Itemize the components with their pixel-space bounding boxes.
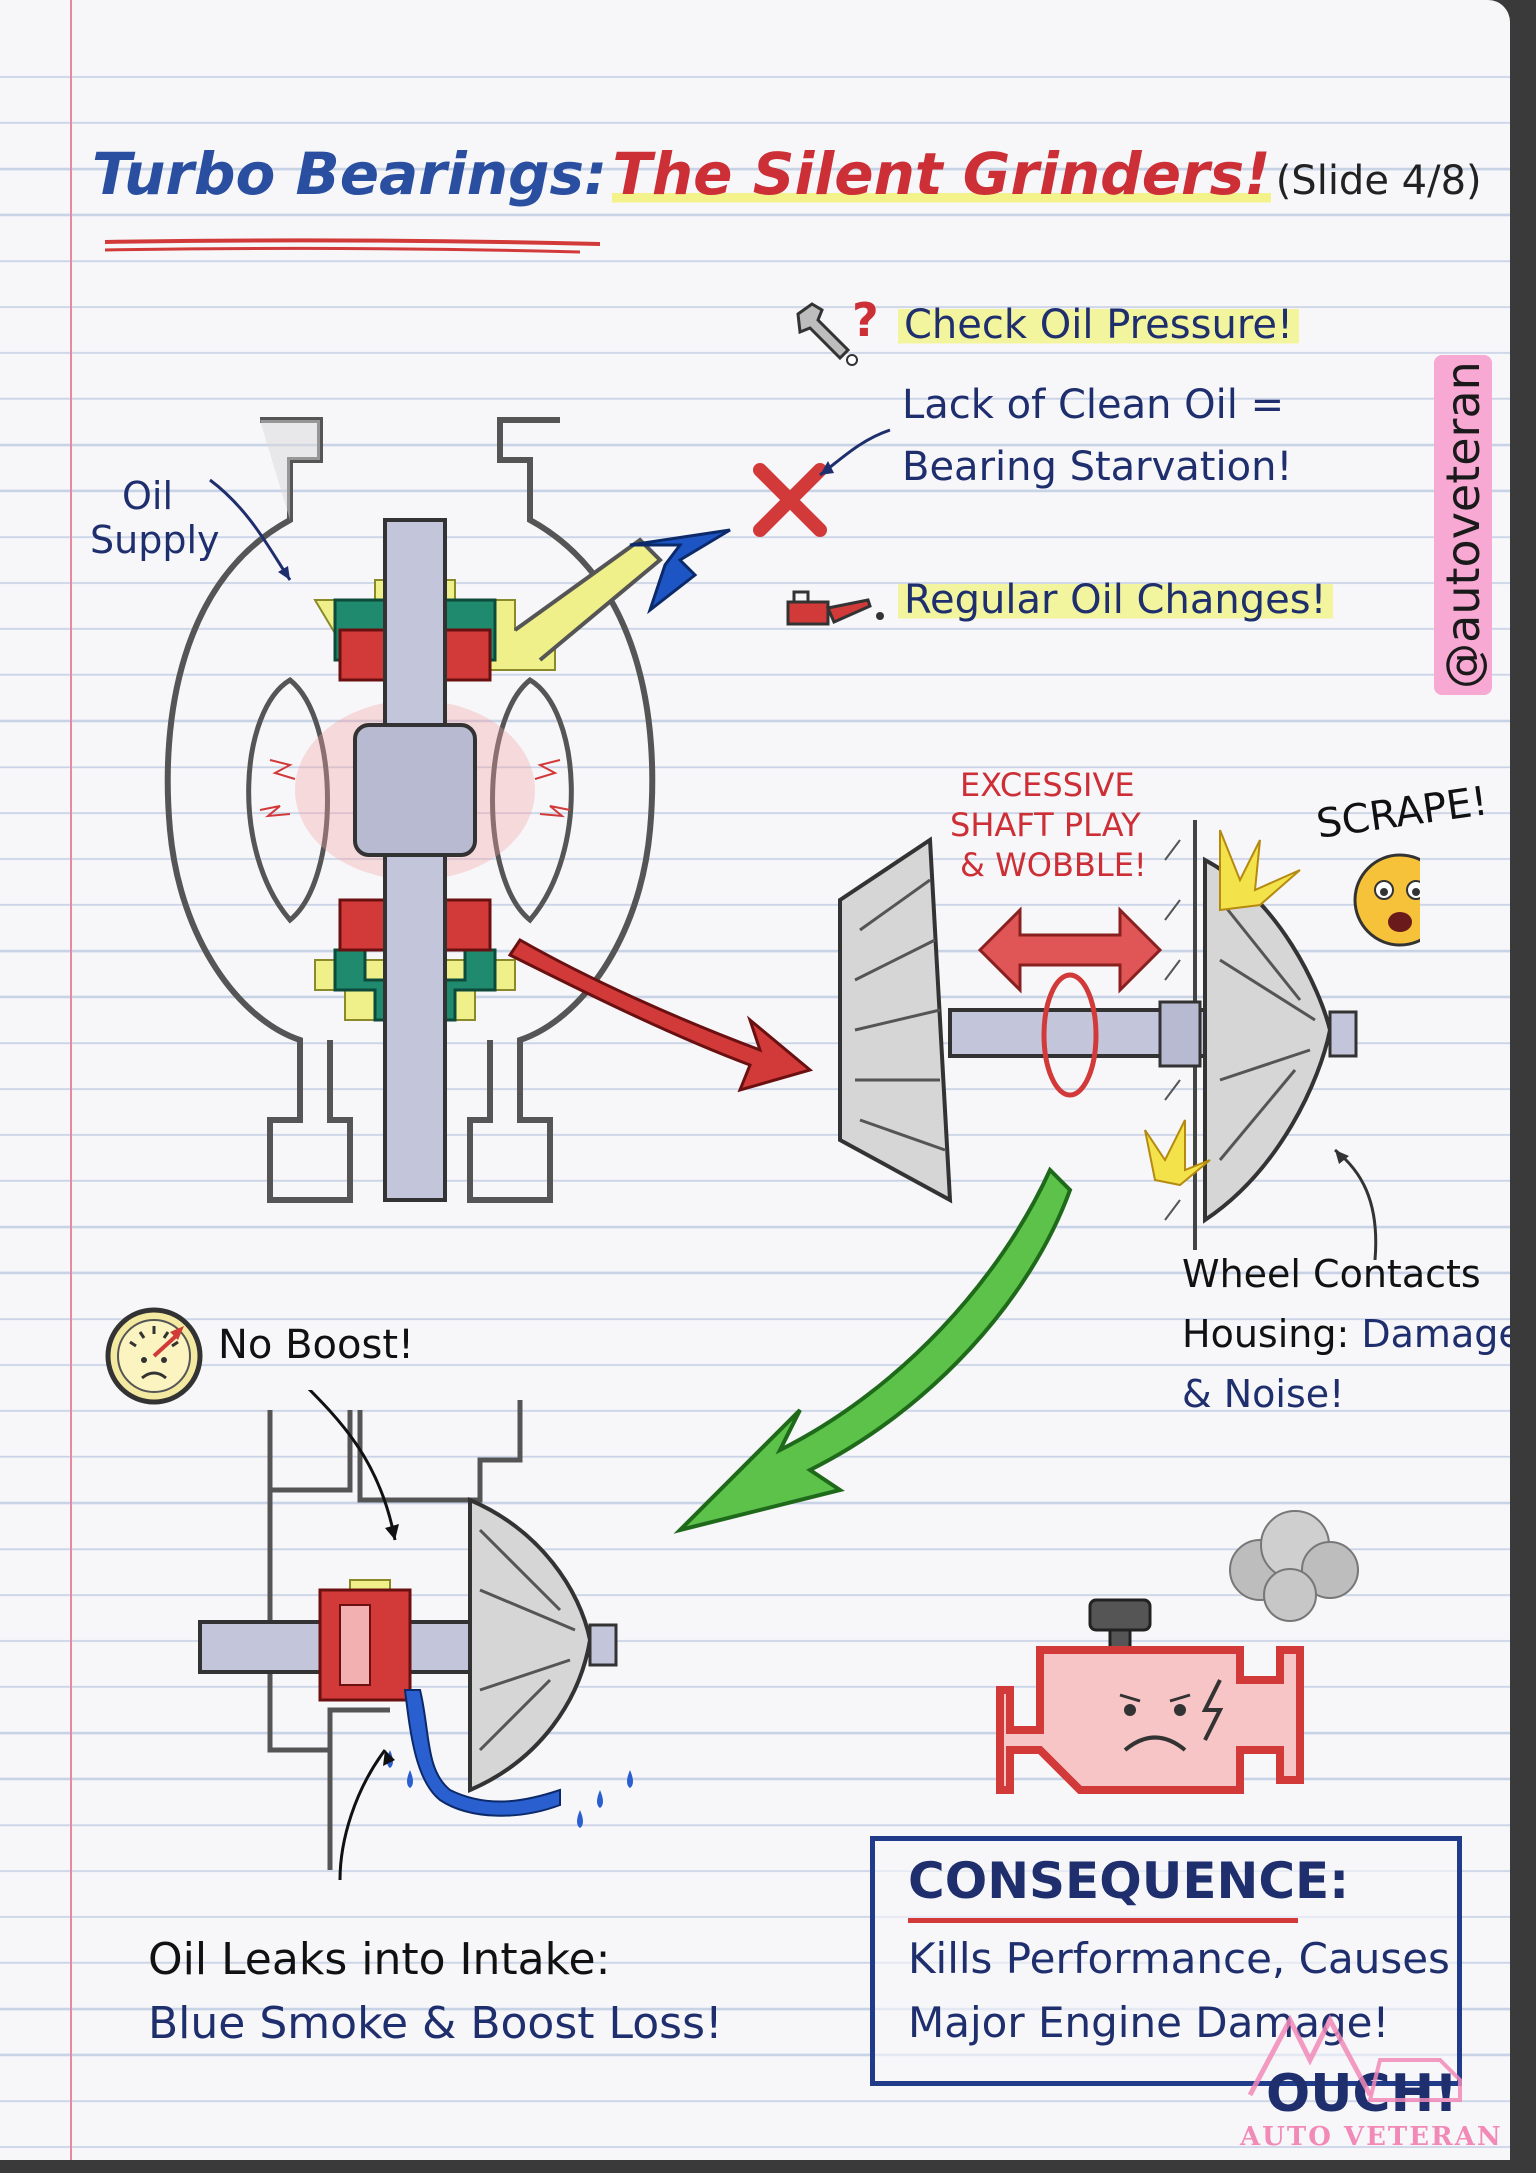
spark-top [1219, 829, 1301, 912]
worried-face-icon [1353, 853, 1420, 947]
page-title: Turbo Bearings: The Silent Grinders! (Sl… [92, 140, 1482, 220]
label-shaft-play-2: SHAFT PLAY [950, 806, 1141, 844]
oil-feed-arrow [629, 528, 731, 615]
spark-bottom [1144, 1119, 1211, 1187]
turbo-shaft-diagram [838, 820, 1420, 1260]
oil-leak [403, 1689, 561, 1817]
oil-can-icon [786, 590, 884, 626]
title-underline [104, 238, 601, 254]
consequence-ouch: OUCH! [1266, 2064, 1458, 2124]
consequence-heading: CONSEQUENCE: [908, 1852, 1350, 1910]
consequence-line2: Major Engine Damage! [908, 1998, 1390, 2047]
watermark-logo [1247, 2014, 1462, 2102]
label-leak-1: Oil Leaks into Intake: [148, 1934, 611, 1985]
play-arrow [977, 906, 1163, 994]
smoke-icon [1229, 1510, 1359, 1622]
label-oil-supply-1: Oil [122, 474, 174, 518]
tip-regular-oil: Regular Oil Changes! [898, 577, 1333, 623]
label-shaft-play-3: & WOBBLE! [960, 846, 1147, 884]
label-wheel-contacts-3: & Noise! [1182, 1372, 1345, 1416]
progression-arrow [673, 1166, 1073, 1534]
turbine-wheel-right [1203, 856, 1333, 1224]
watermark-text: AUTO VETERAN [1240, 2122, 1503, 2152]
tip-lack-line2: Bearing Starvation! [902, 444, 1293, 490]
housing-outline [164, 417, 353, 1203]
notebook-page: Turbo Bearings: The Silent Grinders! (Sl… [0, 0, 1510, 2160]
label-wheel-housing: Housing: [1182, 1312, 1350, 1356]
leak-wheel [468, 1496, 593, 1794]
title-slide-number: (Slide 4/8) [1275, 158, 1482, 204]
label-wheel-contacts-2: Housing: Damage [1182, 1312, 1510, 1356]
label-shaft-play-1: EXCESSIVE [960, 766, 1135, 804]
margin-line [70, 0, 72, 2160]
label-wheel-damage: Damage [1361, 1312, 1510, 1356]
consequence-line1: Kills Performance, Causes [908, 1934, 1450, 1983]
bearing-housing-diagram [164, 417, 891, 1203]
consequence-box [870, 1836, 1462, 2086]
label-leak-2: Blue Smoke & Boost Loss! [148, 1998, 723, 2049]
oil-leak-diagram [198, 1390, 633, 1881]
label-no-boost: No Boost! [218, 1322, 415, 1368]
label-wheel-contacts-1: Wheel Contacts [1182, 1252, 1481, 1296]
tip-check-oil: Check Oil Pressure! [898, 302, 1300, 348]
tip-check-oil-text: Check Oil Pressure! [898, 302, 1300, 348]
title-part1: Turbo Bearings: [92, 140, 608, 208]
handle-text: @autoveteran [1436, 361, 1490, 689]
label-oil-supply-2: Supply [90, 518, 220, 562]
starvation-x [753, 463, 827, 537]
boost-gauge-icon [105, 1307, 203, 1405]
check-engine-icon [996, 1598, 1304, 1794]
wear-arrow [507, 938, 814, 1093]
tip-lack-line1: Lack of Clean Oil = [902, 382, 1285, 428]
wrench-question-icon: ? [796, 296, 879, 366]
handle-tag [1434, 355, 1492, 695]
tip-regular-oil-text: Regular Oil Changes! [898, 577, 1333, 623]
shaft [383, 518, 447, 1202]
svg-text:?: ? [852, 296, 879, 347]
title-part2: The Silent Grinders! [612, 140, 1271, 208]
consequence-heading-underline [908, 1918, 1298, 1923]
